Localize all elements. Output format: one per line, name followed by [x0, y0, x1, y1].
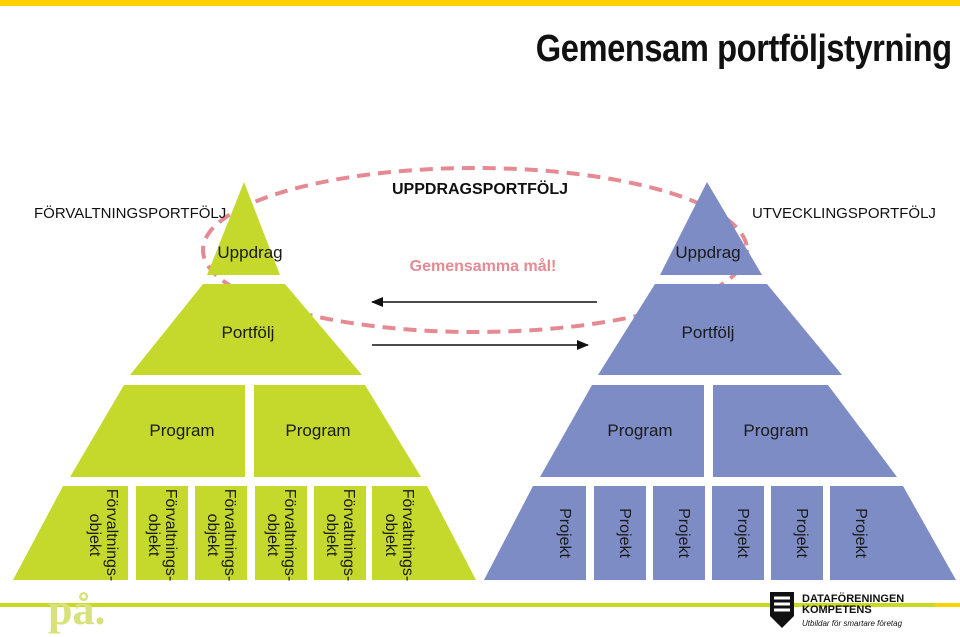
- right-program-2-label: Program: [743, 421, 808, 440]
- left-object-5-label: Förvaltnings- objekt: [323, 489, 357, 581]
- right-object-3: [653, 486, 705, 580]
- left-object-1: [13, 486, 128, 580]
- left-program-1-label: Program: [149, 421, 214, 440]
- svg-text:Projekt: Projekt: [734, 508, 751, 558]
- right-object-4-label: Projekt: [734, 508, 751, 558]
- dataforeningen-tagline: Utbildar för smartare företag: [802, 619, 903, 628]
- right-object-4: [712, 486, 764, 580]
- svg-text:Projekt: Projekt: [616, 508, 633, 558]
- svg-text:Projekt: Projekt: [793, 508, 810, 558]
- svg-text:objekt: objekt: [86, 514, 103, 557]
- right-uppdrag-tier: [660, 182, 762, 275]
- right-object-2-label: Projekt: [616, 508, 633, 558]
- right-program-1: [540, 385, 704, 477]
- left-object-4-label: Förvaltnings- objekt: [264, 489, 298, 581]
- left-program-2-label: Program: [285, 421, 350, 440]
- svg-text:Förvaltnings-: Förvaltnings-: [399, 489, 416, 581]
- dataforeningen-name: DATAFÖRENINGEN KOMPETENS: [802, 593, 905, 616]
- left-object-6: [372, 486, 476, 580]
- left-object-1-label: Förvaltnings- objekt: [86, 489, 120, 581]
- svg-text:Förvaltnings-: Förvaltnings-: [340, 489, 357, 581]
- right-program-1-label: Program: [607, 421, 672, 440]
- footer-divider: [0, 603, 960, 607]
- right-object-1-label: Projekt: [556, 508, 573, 558]
- left-object-3-label: Förvaltnings- objekt: [204, 489, 238, 581]
- right-uppdrag-label: Uppdrag: [675, 243, 740, 262]
- right-portfolj-tier: [598, 284, 842, 375]
- common-goals-label: Gemensamma mål!: [410, 257, 557, 275]
- right-object-5: [771, 486, 823, 580]
- uppdragsportfolj-label: UPPDRAGSPORTFÖLJ: [392, 179, 568, 198]
- right-pyramid: Uppdrag Portfölj Program Program Projekt…: [484, 182, 956, 580]
- right-object-3-label: Projekt: [675, 508, 692, 558]
- svg-text:Projekt: Projekt: [675, 508, 692, 558]
- right-object-2: [594, 486, 646, 580]
- right-portfolj-label: Portfölj: [682, 323, 735, 342]
- svg-text:objekt: objekt: [145, 514, 162, 557]
- top-accent-bar: [0, 0, 960, 6]
- pa-logo: på.: [48, 585, 106, 634]
- left-object-2: [136, 486, 188, 580]
- utvecklingsportfolj-label: UTVECKLINGSPORTFÖLJ: [752, 204, 936, 222]
- left-program-1: [70, 385, 245, 477]
- left-uppdrag-tier: [207, 182, 280, 275]
- right-object-6-label: Projekt: [852, 508, 869, 558]
- svg-text:objekt: objekt: [323, 514, 340, 557]
- left-object-6-label: Förvaltnings- objekt: [382, 489, 416, 581]
- dataforeningen-logo: DATAFÖRENINGEN KOMPETENS Utbildar för sm…: [766, 590, 946, 634]
- left-object-2-label: Förvaltnings- objekt: [145, 489, 179, 581]
- forvaltningsportfolj-label: FÖRVALTNINGSPORTFÖLJ: [34, 204, 226, 222]
- left-portfolj-label: Portfölj: [222, 323, 275, 342]
- svg-text:Förvaltnings-: Förvaltnings-: [221, 489, 238, 581]
- svg-text:objekt: objekt: [264, 514, 281, 557]
- right-object-5-label: Projekt: [793, 508, 810, 558]
- left-object-5: [314, 486, 366, 580]
- left-portfolj-tier: [130, 284, 362, 375]
- left-object-3: [195, 486, 247, 580]
- left-uppdrag-label: Uppdrag: [217, 243, 282, 262]
- svg-text:Projekt: Projekt: [852, 508, 869, 558]
- svg-text:objekt: objekt: [204, 514, 221, 557]
- left-pyramid: Uppdrag Portfölj Program Program Förvalt…: [13, 182, 476, 581]
- svg-text:Förvaltnings-: Förvaltnings-: [281, 489, 298, 581]
- right-object-1: [484, 486, 586, 580]
- dataforeningen-emblem-icon: [770, 592, 794, 628]
- right-object-6: [830, 486, 956, 580]
- left-program-2: [254, 385, 421, 477]
- right-program-2: [713, 385, 897, 477]
- svg-text:objekt: objekt: [382, 514, 399, 557]
- footer-divider-accent: [935, 603, 960, 607]
- svg-text:Förvaltnings-: Förvaltnings-: [103, 489, 120, 581]
- page-title: Gemensam portföljstyrning: [536, 28, 952, 70]
- svg-text:Projekt: Projekt: [556, 508, 573, 558]
- svg-text:Förvaltnings-: Förvaltnings-: [162, 489, 179, 581]
- left-object-4: [255, 486, 307, 580]
